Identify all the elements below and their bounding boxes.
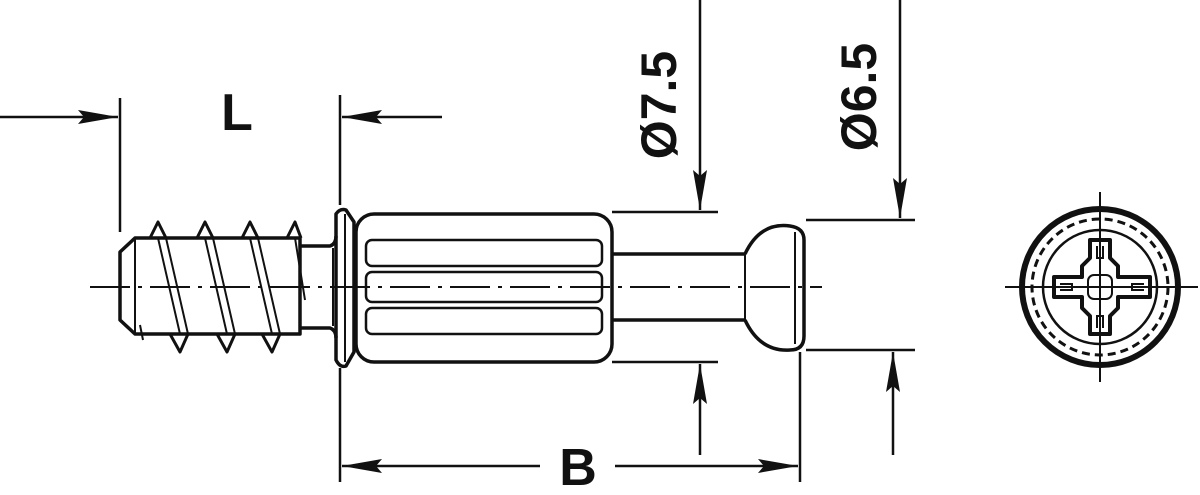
phillips-cross-icon bbox=[1052, 238, 1152, 336]
flange bbox=[334, 207, 356, 369]
dimension-L bbox=[0, 95, 442, 232]
bolt-end-view bbox=[1005, 192, 1198, 382]
dimension-diameter-sleeve bbox=[612, 0, 718, 455]
dimension-B-label: B bbox=[559, 439, 597, 495]
dimension-L-label: L bbox=[221, 84, 253, 142]
dimension-diameter-head bbox=[806, 0, 915, 455]
sleeve-groove bbox=[364, 306, 604, 336]
shaft bbox=[612, 252, 745, 322]
sleeve-groove bbox=[364, 238, 604, 268]
head bbox=[743, 223, 806, 352]
dimension-B bbox=[338, 352, 802, 482]
diameter-head-label: Ø6.5 bbox=[831, 43, 887, 151]
diameter-sleeve-label: Ø7.5 bbox=[631, 51, 687, 159]
